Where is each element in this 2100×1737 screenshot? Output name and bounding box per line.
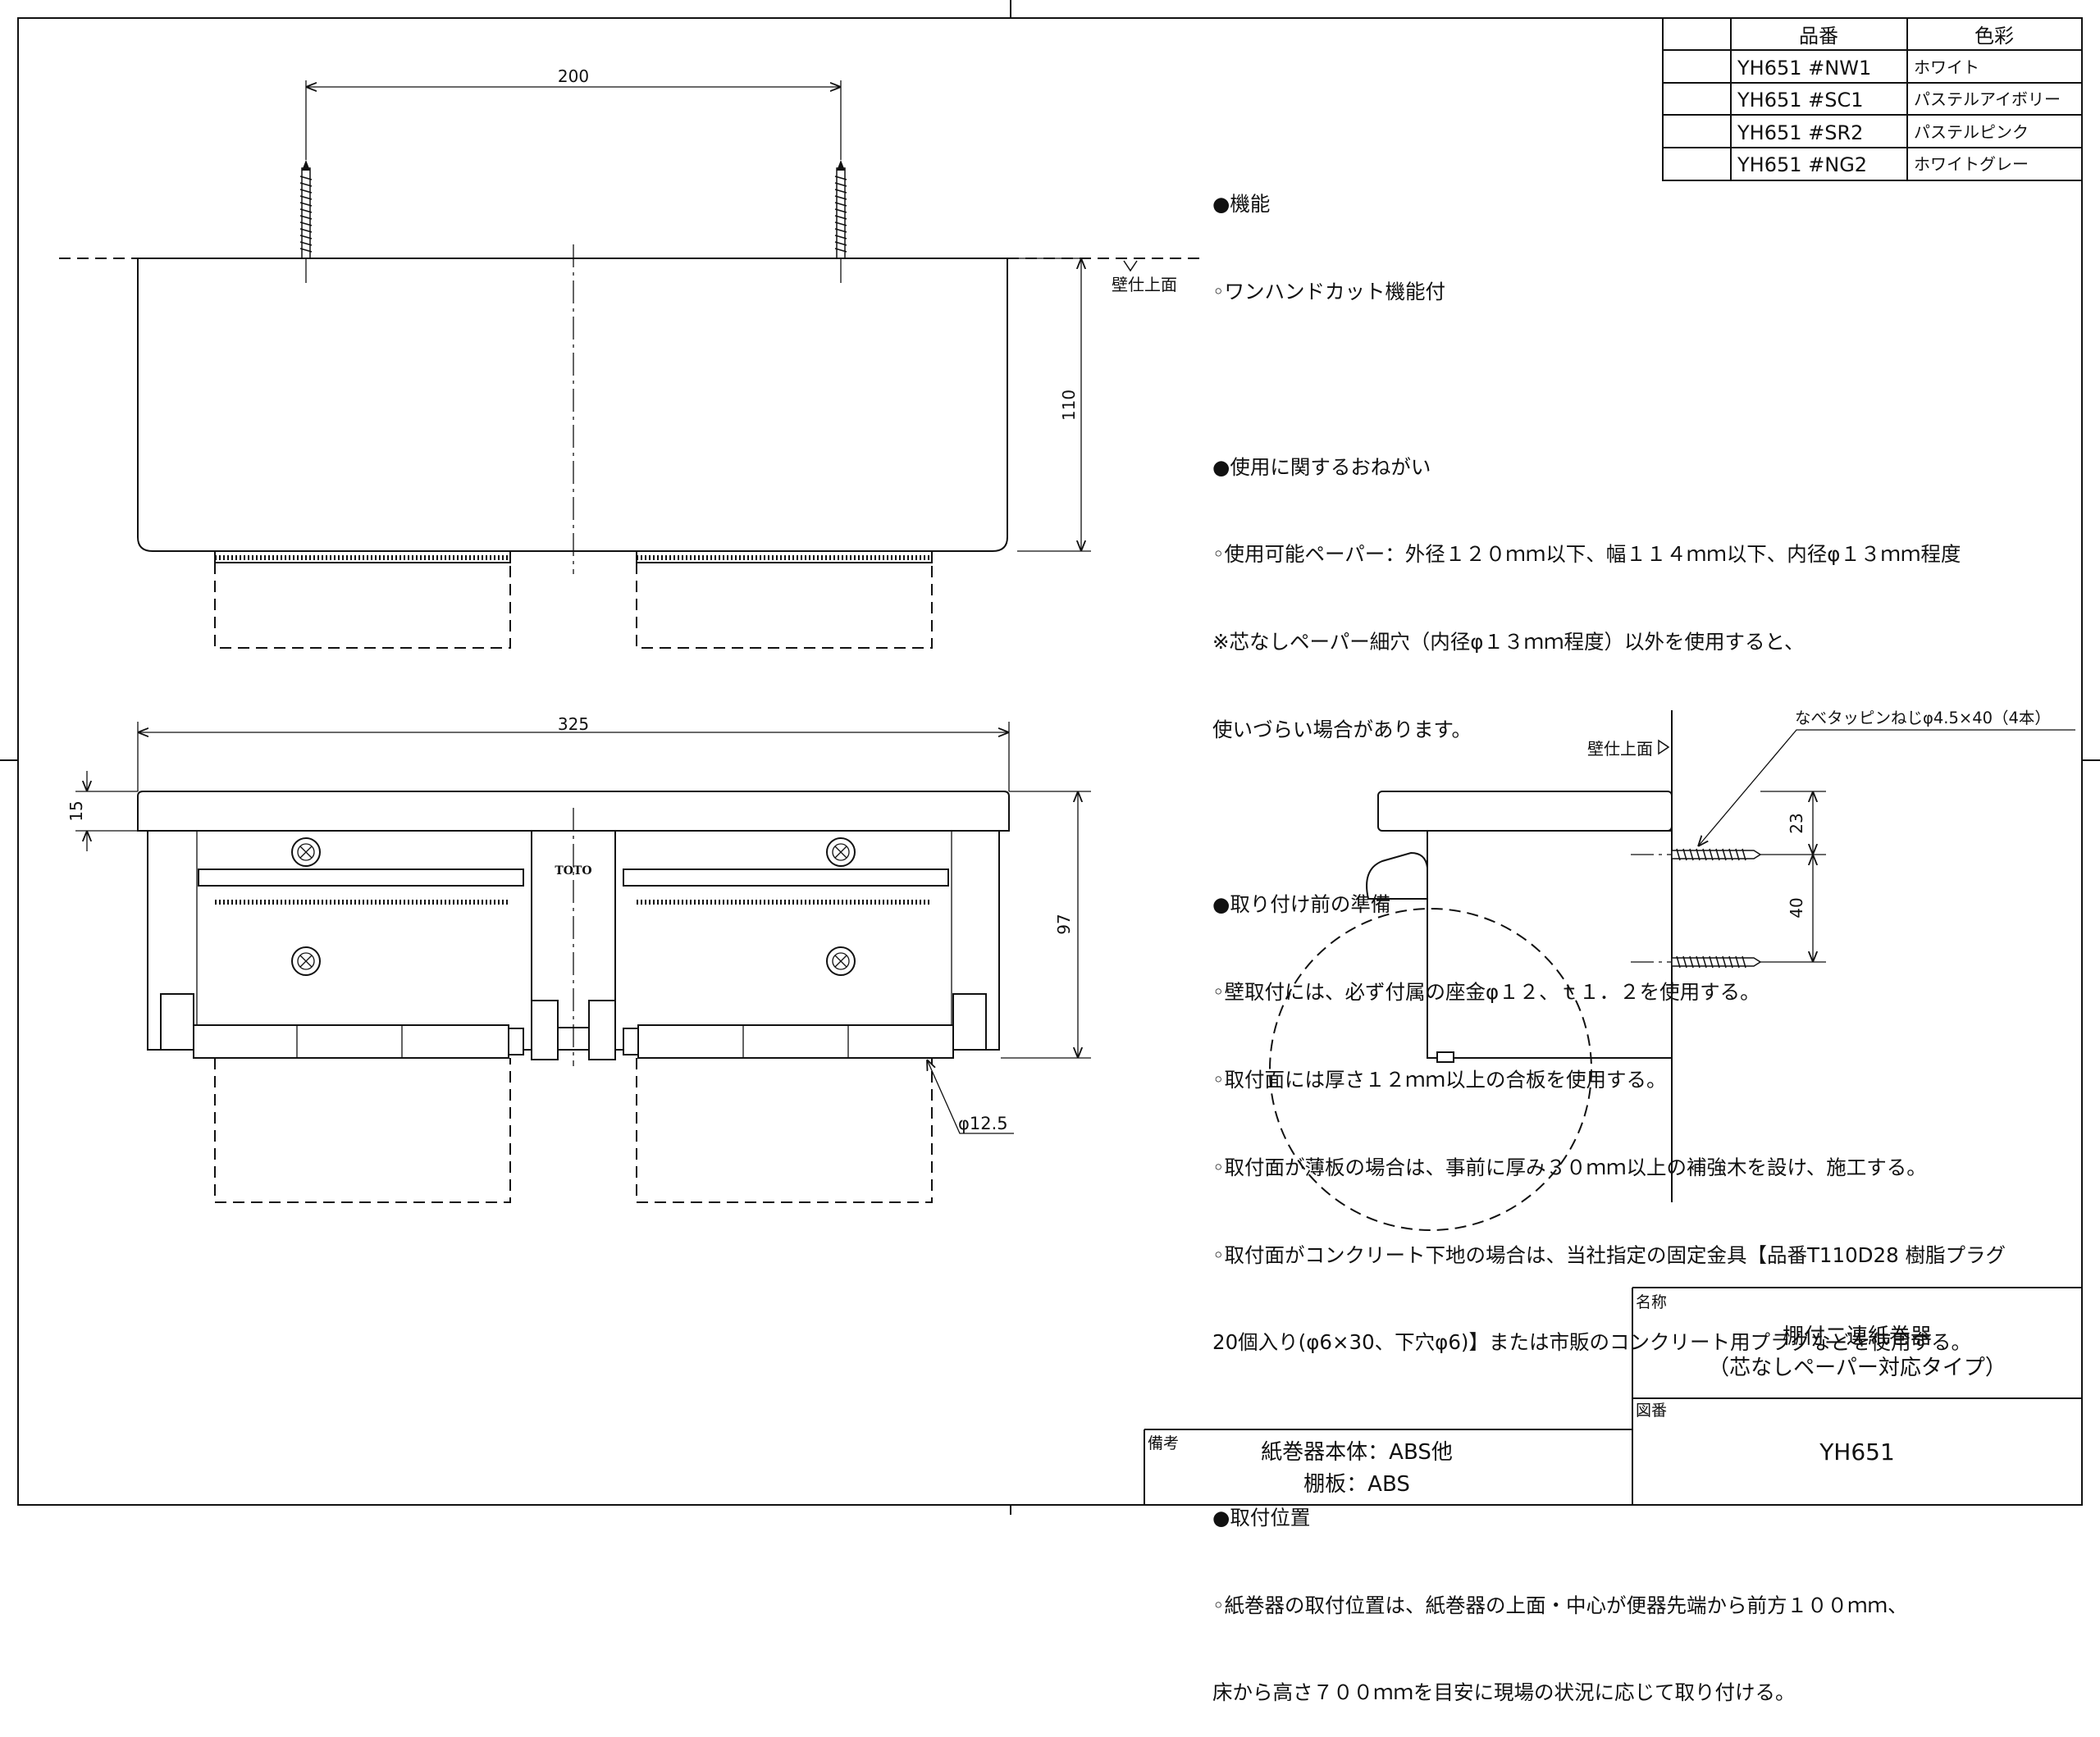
remarks-line1: 紙巻器本体：ABS他 (1261, 1440, 1453, 1465)
side-view: 壁仕上面 23 40 なべタッピンねじφ4.5×40（4本） (1269, 709, 2075, 1231)
color-table: 品番 色彩 YH651 #NW1 ホワイト YH651 #SC1 パステルアイボ… (1662, 17, 2083, 181)
product-name-line2: （芯なしペーパー対応タイプ） (1708, 1356, 2006, 1380)
dim-width: 325 (558, 714, 589, 734)
table-row-color: パステルピンク (1914, 122, 2029, 142)
dim-front-height: 97 (1054, 914, 1074, 934)
usage-heading: ●使用に関するおねがい (1212, 454, 1431, 479)
dim-screw-offset: 23 (1787, 813, 1806, 833)
name-label: 名称 (1636, 1293, 1667, 1311)
drawing-number: YH651 (1819, 1438, 1895, 1466)
notes-panel: ●機能 ◦ワンハンドカット機能付 ●使用に関するおねがい ◦使用可能ペーパー：外… (1212, 131, 2082, 1737)
table-row-color: パステルアイボリー (1914, 89, 2061, 109)
prep-item: ◦取付面が薄板の場合は、事前に厚み３０ｍｍ以上の補強木を設け、施工する。 (1212, 1155, 1927, 1179)
usage-item: ◦使用可能ペーパー：外径１２０ｍｍ以下、幅１１４ｍｍ以下、内径φ１３ｍｍ程度 (1212, 542, 1961, 567)
usage-item: 使いづらい場合があります。 (1212, 717, 1472, 741)
front-view: 325 15 TOTO (66, 714, 1091, 1203)
wall-surface-label: 壁仕上面 (1112, 275, 1177, 294)
prep-heading: ●取り付け前の準備 (1212, 892, 1391, 917)
brand-logo: TOTO (555, 864, 591, 878)
drawing-frame (0, 0, 2100, 1515)
product-name-line1: 棚付二連紙巻器 (1783, 1324, 1932, 1349)
dim-screw-spacing-side: 40 (1787, 897, 1806, 918)
dim-shaft-diameter: φ12.5 (958, 1114, 1008, 1133)
table-row-color: ホワイトグレー (1914, 154, 2029, 174)
features-item: ◦ワンハンドカット機能付 (1212, 279, 1445, 303)
wall-surface-label: 壁仕上面 (1587, 739, 1653, 759)
position-item: ◦紙巻器の取付位置は、紙巻器の上面・中心が便器先端から前方１００ｍｍ、 (1212, 1593, 1908, 1617)
title-block: 名称 棚付二連紙巻器 （芯なしペーパー対応タイプ） 図番 YH651 備考 紙巻… (1144, 1287, 2082, 1505)
table-row-part: YH651 #NW1 (1737, 57, 1871, 80)
prep-item: ◦壁取付には、必ず付属の座金φ１２、ｔ１．２を使用する。 (1212, 980, 1760, 1005)
bolt-icon (826, 837, 856, 867)
position-heading: ●取付位置 (1212, 1505, 1311, 1530)
bolt-icon (826, 946, 856, 976)
remarks-line2: 棚板：ABS (1303, 1472, 1410, 1497)
table-row-part: YH651 #SC1 (1737, 89, 1864, 112)
dim-shelf-thickness: 15 (66, 800, 86, 821)
screw-icon (299, 160, 313, 259)
bolt-icon (291, 837, 321, 867)
dim-depth: 110 (1059, 390, 1079, 421)
dim-screw-spacing: 200 (558, 66, 589, 86)
screw-icon (1671, 848, 1762, 861)
table-row-color: ホワイト (1914, 57, 1979, 77)
prep-item: ◦取付面がコンクリート下地の場合は、当社指定の固定金具【品番T110D28 樹脂… (1212, 1242, 2006, 1267)
screw-icon (1671, 955, 1762, 969)
table-row-part: YH651 #NG2 (1737, 153, 1867, 176)
table-row-part: YH651 #SR2 (1737, 121, 1863, 144)
remarks-label: 備考 (1148, 1434, 1179, 1452)
features-heading: ●機能 (1212, 192, 1271, 217)
position-item: 床から高さ７００ｍｍを目安に現場の状況に応じて取り付ける。 (1212, 1680, 1796, 1705)
screw-spec-label: なべタッピンねじφ4.5×40（4本） (1795, 709, 2051, 727)
prep-item: ◦取付面には厚さ１２ｍｍ以上の合板を使用する。 (1212, 1068, 1667, 1092)
bolt-icon (291, 946, 321, 976)
top-view: 200 110 壁仕上面 (59, 66, 1206, 649)
table-header-part: 品番 (1799, 25, 1838, 48)
screw-icon (834, 160, 847, 259)
drawing-number-label: 図番 (1636, 1402, 1667, 1420)
usage-item: ※芯なしペーパー細穴（内径φ１３ｍｍ程度）以外を使用すると、 (1212, 630, 1805, 654)
technical-drawing: 品番 色彩 YH651 #NW1 ホワイト YH651 #SC1 パステルアイボ… (0, 0, 2100, 1515)
prep-item: 20個入り(φ6×30、下穴φ6)】または市販のコンクリート用プラグなどを使用す… (1212, 1330, 1971, 1355)
table-header-color: 色彩 (1974, 25, 2014, 48)
